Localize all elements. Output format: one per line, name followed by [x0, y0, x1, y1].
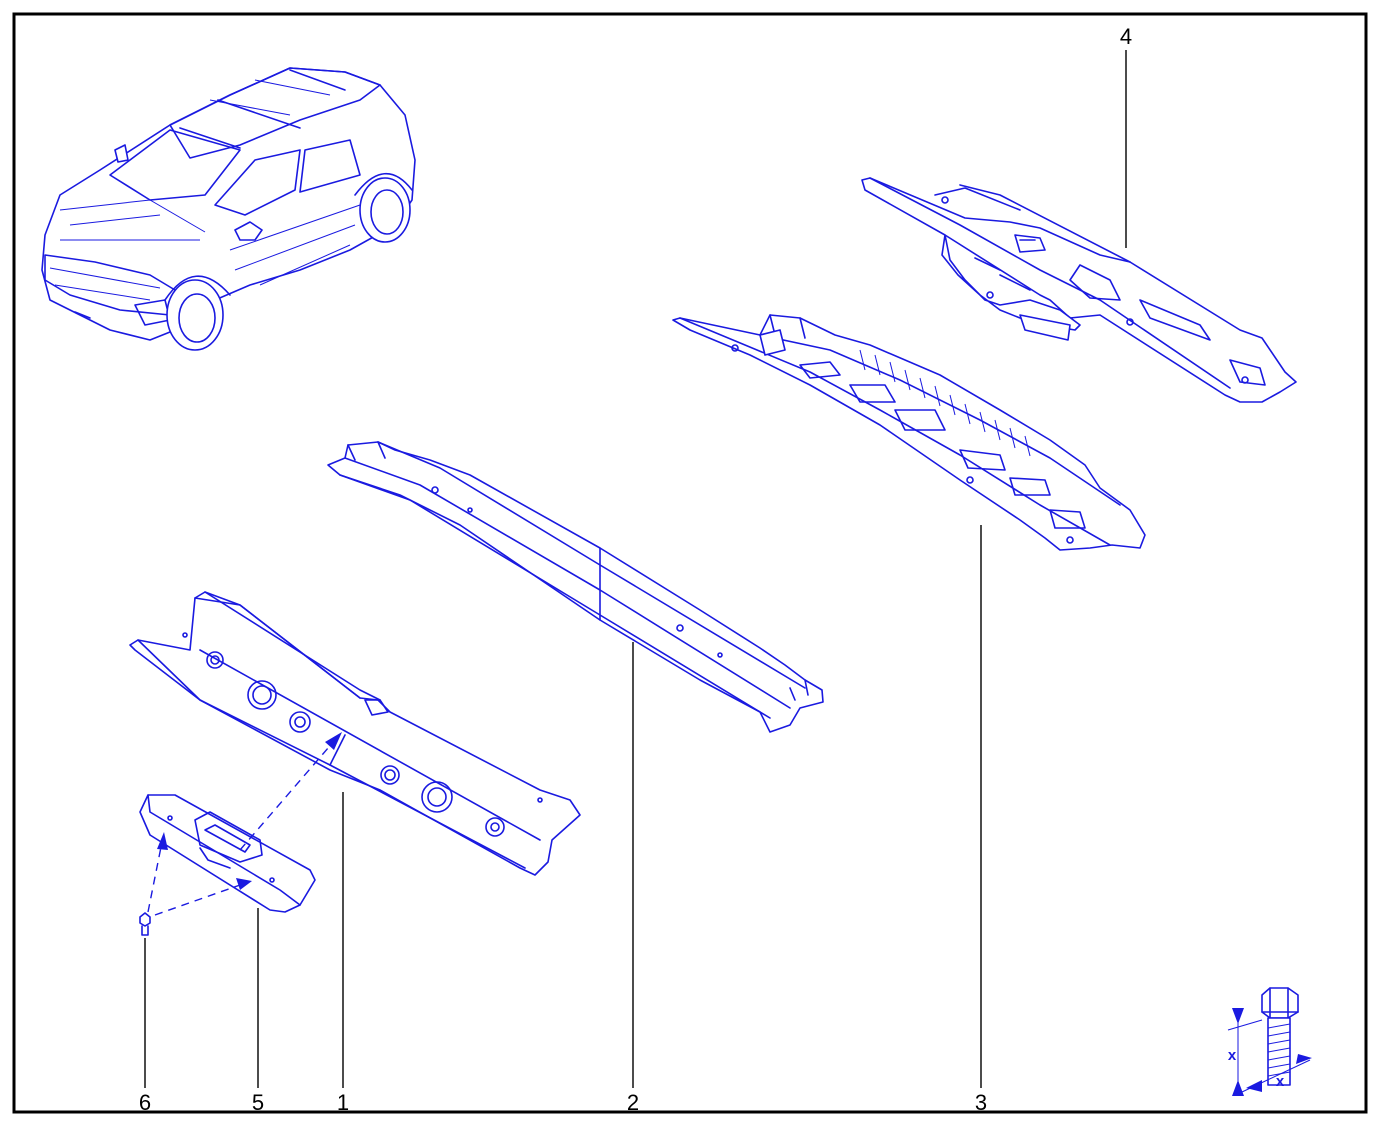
part-5-bracket [139, 794, 316, 913]
part-1-panel [129, 591, 581, 876]
callout-labels: 4 3 2 1 5 6 [139, 24, 1132, 1115]
torque-bolt-symbol: x x [1228, 987, 1312, 1096]
frame-border [12, 12, 1368, 1114]
vehicle-illustration [41, 67, 416, 351]
callout-1: 1 [337, 1090, 349, 1115]
callout-6: 6 [139, 1090, 151, 1115]
part-3-crossmember [672, 314, 1146, 551]
torque-label-left: x [1228, 1047, 1237, 1064]
callout-3: 3 [975, 1090, 987, 1115]
callout-5: 5 [252, 1090, 264, 1115]
part-6-screw [139, 912, 151, 936]
callout-leaders [144, 50, 1127, 1088]
assembly-arrows [147, 732, 342, 916]
part-2-rail [327, 441, 824, 733]
part-4-panel [861, 177, 1297, 403]
torque-label-right: x [1276, 1073, 1285, 1090]
callout-4: 4 [1120, 24, 1132, 49]
callout-2: 2 [627, 1090, 639, 1115]
